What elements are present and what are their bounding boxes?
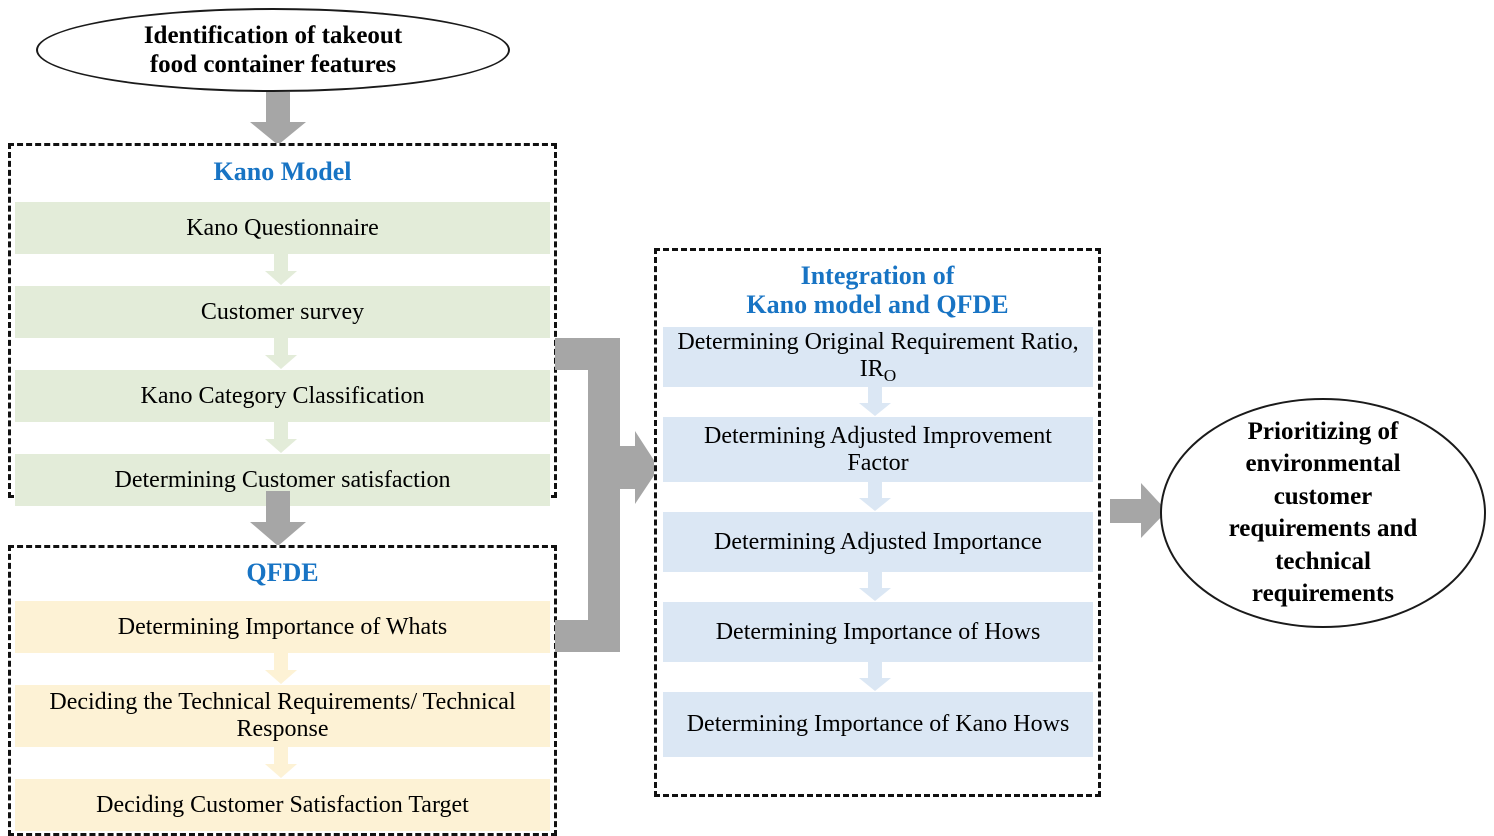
kano-step-2-label: Customer survey	[200, 298, 365, 325]
qfde-step-3[interactable]: Deciding Customer Satisfaction Target	[15, 779, 550, 831]
integration-step-5[interactable]: Determining Importance of Kano Hows	[663, 692, 1093, 757]
end-node-ellipse: Prioritizing of environmental customer r…	[1160, 398, 1486, 628]
integration-connector-1	[858, 387, 892, 417]
kano-step-1[interactable]: Kano Questionnaire	[15, 202, 550, 254]
arrow-integration-to-end	[1110, 482, 1168, 540]
integration-group: Integration of Kano model and QFDE Deter…	[654, 248, 1101, 797]
integration-connector-4	[858, 662, 892, 692]
integration-title: Integration of Kano model and QFDE	[657, 261, 1098, 319]
end-node-text: Prioritizing of environmental customer r…	[1183, 416, 1464, 611]
qfde-step-2-label: Deciding the Technical Requirements/ Tec…	[49, 689, 516, 742]
end-node-line3: customer	[1273, 482, 1373, 510]
end-node-line5: technical	[1275, 547, 1371, 575]
end-node-line4: requirements and	[1228, 515, 1418, 542]
kano-step-4-label: Determining Customer satisfaction	[114, 466, 451, 493]
integration-step-1-label: Determining Original Requirement Ratio, …	[677, 328, 1079, 385]
qfde-connector-2	[264, 747, 298, 779]
integration-step-5-label: Determining Importance of Kano Hows	[686, 711, 1070, 738]
arrow-start-to-kano	[248, 92, 308, 146]
integration-step-3-label: Determining Adjusted Importance	[714, 528, 1042, 555]
start-node-line2: food container features	[149, 51, 397, 78]
bracket-right-arrow-icon	[555, 338, 659, 652]
end-node-line6: requirements	[1251, 580, 1395, 607]
integration-connector-3	[858, 572, 892, 602]
integration-title-line1: Integration of	[800, 261, 955, 290]
kano-model-title: Kano Model	[213, 157, 352, 186]
integration-connector-2	[858, 482, 892, 512]
qfde-group: QFDE Determining Importance of Whats Dec…	[8, 545, 557, 836]
integration-step-2-label: Determining Adjusted Improvement Factor	[704, 422, 1052, 476]
qfde-step-3-label: Deciding Customer Satisfaction Target	[96, 791, 469, 818]
integration-step-2[interactable]: Determining Adjusted Improvement Factor	[663, 417, 1093, 482]
qfde-connector-1	[264, 653, 298, 685]
kano-connector-1	[264, 254, 298, 286]
qfde-title: QFDE	[246, 558, 319, 587]
kano-connector-3	[264, 422, 298, 454]
kano-step-1-label: Kano Questionnaire	[186, 214, 379, 241]
integration-step-4[interactable]: Determining Importance of Hows	[663, 602, 1093, 662]
kano-step-2[interactable]: Customer survey	[15, 286, 550, 338]
qfde-step-1-label: Determining Importance of Whats	[117, 613, 448, 640]
kano-connector-2	[264, 338, 298, 370]
integration-step-4-label: Determining Importance of Hows	[715, 618, 1041, 645]
integration-step-3[interactable]: Determining Adjusted Importance	[663, 512, 1093, 572]
start-node-line1: Identification of takeout	[143, 21, 403, 49]
qfde-step-1[interactable]: Determining Importance of Whats	[15, 601, 550, 653]
qfde-step-2[interactable]: Deciding the Technical Requirements/ Tec…	[15, 685, 550, 747]
end-node-line1: Prioritizing of	[1247, 417, 1399, 445]
kano-step-3[interactable]: Kano Category Classification	[15, 370, 550, 422]
end-node-line2: environmental	[1245, 450, 1401, 477]
start-node-text: Identification of takeout food container…	[104, 21, 442, 80]
integration-step-1-subscript: O	[883, 365, 897, 385]
kano-step-3-label: Kano Category Classification	[140, 382, 425, 409]
integration-step-1[interactable]: Determining Original Requirement Ratio, …	[663, 327, 1093, 387]
arrow-kano-to-qfde	[248, 491, 308, 547]
kano-model-group: Kano Model Kano Questionnaire Customer s…	[8, 143, 557, 506]
start-node-ellipse: Identification of takeout food container…	[36, 8, 510, 92]
integration-title-line2: Kano model and QFDE	[746, 290, 1009, 320]
